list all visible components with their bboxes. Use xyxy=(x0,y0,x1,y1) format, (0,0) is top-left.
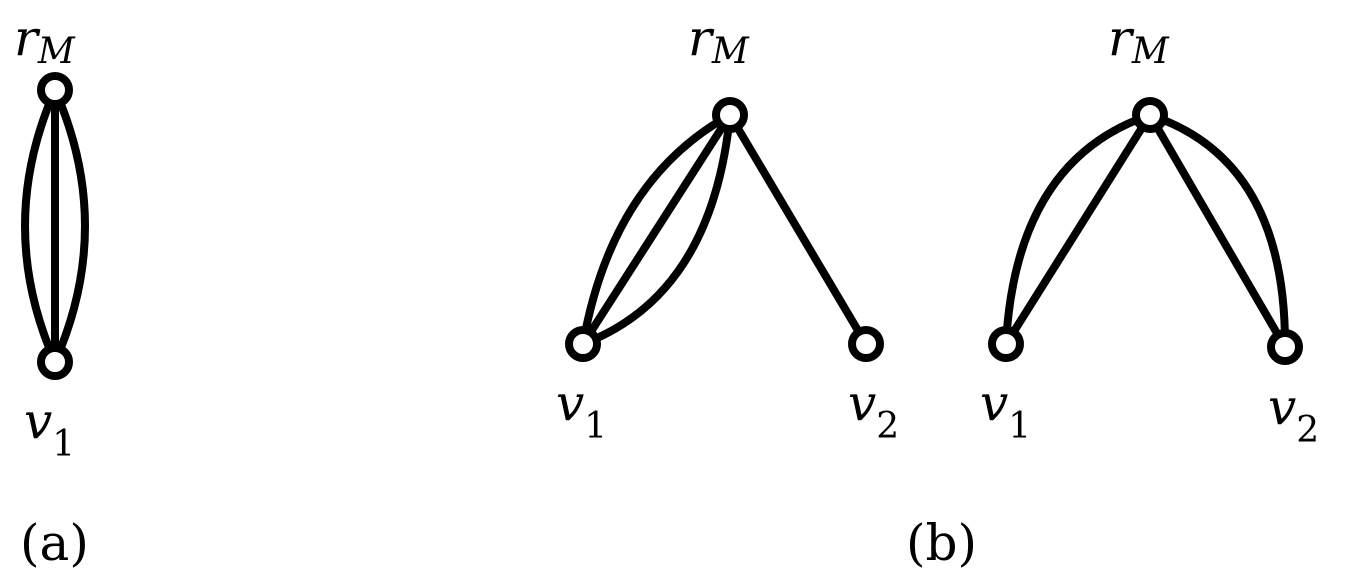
node-root-label: rM xyxy=(688,9,750,72)
node-v2 xyxy=(1267,329,1303,365)
edge-root-v1-straight xyxy=(579,111,734,348)
edge-root-v1-straight xyxy=(1002,111,1154,348)
node-root-label: rM xyxy=(14,9,76,72)
node-v1 xyxy=(37,344,73,380)
node-root-label: rM xyxy=(1108,9,1170,72)
panel-a: rM v1 (a) xyxy=(14,9,89,572)
node-v1-label: v1 xyxy=(556,374,607,447)
edge-root-v1-curve-right xyxy=(579,111,734,348)
edge-root-v1-curve-left xyxy=(21,86,59,366)
node-v1-label: v1 xyxy=(980,374,1031,447)
node-root xyxy=(712,97,748,133)
graph-a: rM v1 xyxy=(14,9,89,465)
edge-root-v2-straight xyxy=(726,111,870,348)
graph-b-left: rM v1 v2 xyxy=(556,9,899,447)
node-root xyxy=(37,72,73,108)
edge-root-v1-curve-left xyxy=(1002,111,1154,348)
panel-b: rM v1 v2 rM v1 v2 xyxy=(556,9,1319,572)
panel-b-caption: (b) xyxy=(906,514,977,572)
edge-root-v1-curve-left xyxy=(579,111,734,348)
graph-b-right: rM v1 v2 xyxy=(980,9,1319,451)
node-v2-label: v2 xyxy=(848,374,899,447)
node-v1-label: v1 xyxy=(24,392,75,465)
edge-root-v1-curve-right xyxy=(51,86,89,366)
panel-a-caption: (a) xyxy=(20,514,89,572)
edge-root-v2-straight xyxy=(1146,111,1289,351)
node-root xyxy=(1132,97,1168,133)
node-v2-label: v2 xyxy=(1268,378,1319,451)
node-v2 xyxy=(848,326,884,362)
node-v1 xyxy=(565,326,601,362)
edge-root-v2-curve-right xyxy=(1146,111,1290,351)
node-v1 xyxy=(988,326,1024,362)
